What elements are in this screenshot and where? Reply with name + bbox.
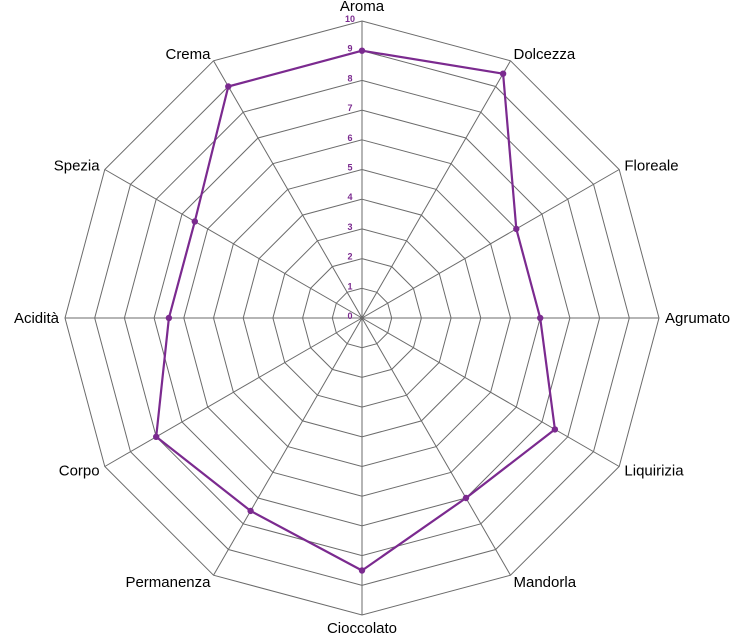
- data-point-crema: [225, 83, 232, 90]
- axis-labels: AromaDolcezzaFlorealeAgrumatoLiquiriziaM…: [14, 0, 730, 637]
- data-point-corpo: [153, 433, 160, 440]
- data-point-cioccolato: [358, 567, 366, 574]
- data-point-floreale: [513, 225, 520, 233]
- axis-label-dolcezza: Dolcezza: [514, 46, 576, 63]
- spoke-2: [361, 169, 620, 319]
- series-line-0: [155, 49, 557, 572]
- tick-label-0: 0: [347, 311, 352, 321]
- axis-label-corpo: Corpo: [59, 463, 100, 480]
- axis-label-cioccolato: Cioccolato: [327, 620, 397, 637]
- axis-label-mandorla: Mandorla: [514, 574, 577, 591]
- axis-label-spezia: Spezia: [54, 158, 101, 175]
- tick-label-6: 6: [347, 133, 352, 143]
- tick-label-1: 1: [347, 281, 352, 291]
- axis-label-aroma: Aroma: [340, 0, 385, 15]
- data-point-mandorla: [462, 494, 470, 502]
- spoke-7: [213, 317, 363, 576]
- data-point-dolcezza: [499, 70, 507, 77]
- tick-label-7: 7: [347, 103, 352, 113]
- axis-label-acidità: Acidità: [14, 310, 60, 327]
- axis-label-floreale: Floreale: [624, 158, 678, 175]
- tick-label-10: 10: [345, 14, 355, 24]
- spoke-8: [104, 317, 363, 467]
- radial-tick-labels: 0 1 2 3 4 5 6 7 8 9 10: [345, 14, 355, 321]
- spoke-5: [361, 317, 511, 576]
- tick-label-8: 8: [347, 73, 352, 83]
- data-point-aroma: [358, 47, 366, 54]
- radar-spokes: [65, 21, 659, 615]
- axis-label-liquirizia: Liquirizia: [624, 463, 684, 480]
- axis-label-agrumato: Agrumato: [665, 310, 730, 327]
- spoke-10: [104, 169, 363, 319]
- tick-label-9: 9: [347, 44, 352, 54]
- tick-label-4: 4: [347, 192, 352, 202]
- data-point-liquirizia: [551, 426, 559, 433]
- spoke-4: [361, 317, 620, 467]
- radar-series: [153, 47, 559, 574]
- tick-label-3: 3: [347, 222, 352, 232]
- spoke-1: [361, 60, 511, 319]
- axis-label-permanenza: Permanenza: [125, 574, 211, 591]
- axis-label-crema: Crema: [165, 46, 211, 63]
- spoke-11: [213, 60, 363, 319]
- data-point-permanenza: [247, 507, 254, 515]
- tick-label-5: 5: [347, 163, 352, 173]
- data-point-acidità: [165, 314, 173, 322]
- data-point-spezia: [191, 218, 198, 225]
- tick-label-2: 2: [347, 252, 352, 262]
- data-point-agrumato: [537, 314, 544, 322]
